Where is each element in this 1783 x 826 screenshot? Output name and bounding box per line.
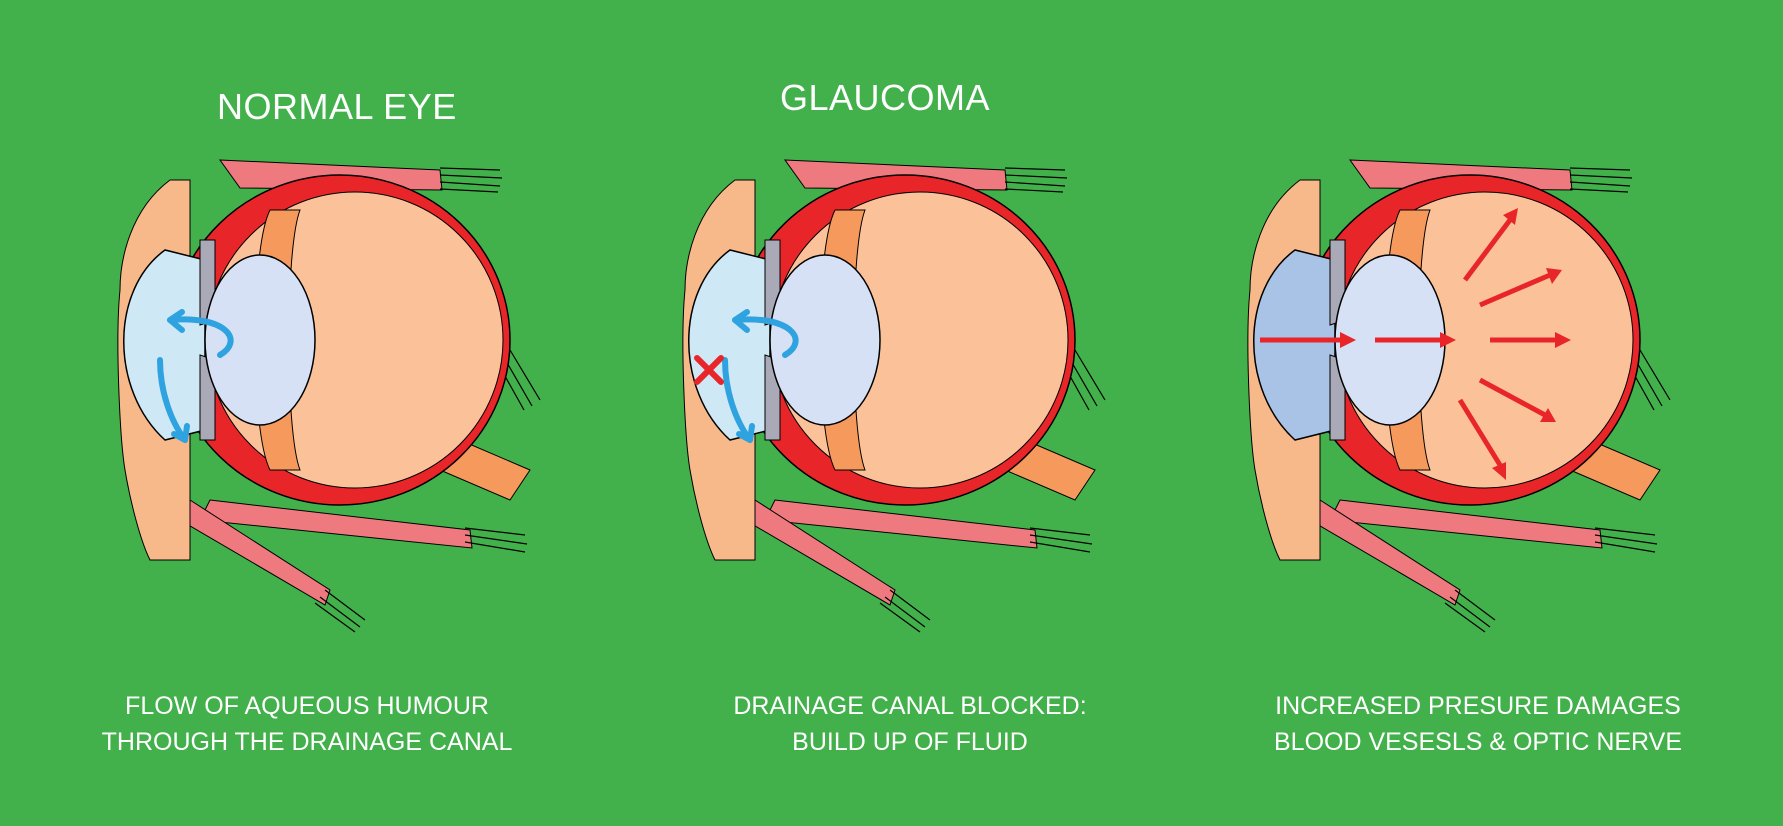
eye-base bbox=[117, 159, 541, 633]
upper-muscle-fibers bbox=[1004, 167, 1068, 193]
caption-line: BLOOD VESESLS & OPTIC NERVE bbox=[1273, 728, 1683, 756]
cornea bbox=[123, 249, 206, 441]
bottom-muscle-fibers bbox=[1444, 589, 1496, 633]
red-x-icon bbox=[694, 355, 724, 385]
lens bbox=[204, 254, 316, 426]
glaucoma-eye-diagram bbox=[682, 159, 1106, 633]
pressure-eye-diagram bbox=[1247, 159, 1671, 633]
lower-muscle-fibers bbox=[1594, 527, 1658, 553]
normal-eye-title: NORMAL EYE bbox=[217, 86, 457, 127]
upper-muscle-fibers bbox=[1569, 167, 1633, 193]
lens bbox=[769, 254, 881, 426]
caption-line: DRAINAGE CANAL BLOCKED: bbox=[733, 692, 1087, 720]
bottom-muscle-fibers bbox=[879, 589, 931, 633]
caption-normal: FLOW OF AQUEOUS HUMOUR THROUGH THE DRAIN… bbox=[102, 688, 513, 760]
normal-eye-diagram bbox=[117, 159, 541, 633]
cornea bbox=[688, 249, 771, 441]
caption-line: FLOW OF AQUEOUS HUMOUR bbox=[125, 692, 489, 720]
bottom-muscle-fibers bbox=[314, 589, 366, 633]
lower-muscle-fibers bbox=[464, 527, 528, 553]
blue-flow-arrow-icon bbox=[722, 309, 799, 443]
eye-base bbox=[682, 159, 1106, 633]
cornea bbox=[1253, 249, 1336, 441]
caption-pressure: INCREASED PRESURE DAMAGES BLOOD VESESLS … bbox=[1274, 688, 1682, 760]
lower-muscle-fibers bbox=[1029, 527, 1093, 553]
caption-line: BUILD UP OF FLUID bbox=[792, 728, 1028, 756]
caption-line: INCREASED PRESURE DAMAGES bbox=[1275, 692, 1681, 720]
red-pressure-arrow-icon bbox=[1260, 208, 1571, 480]
blue-flow-arrow-icon bbox=[157, 309, 234, 443]
glaucoma-title: GLAUCOMA bbox=[780, 77, 991, 118]
eye-base bbox=[1247, 159, 1671, 633]
caption-line: THROUGH THE DRAINAGE CANAL bbox=[101, 728, 513, 756]
caption-blocked: DRAINAGE CANAL BLOCKED: BUILD UP OF FLUI… bbox=[733, 688, 1086, 760]
upper-muscle-fibers bbox=[439, 167, 503, 193]
